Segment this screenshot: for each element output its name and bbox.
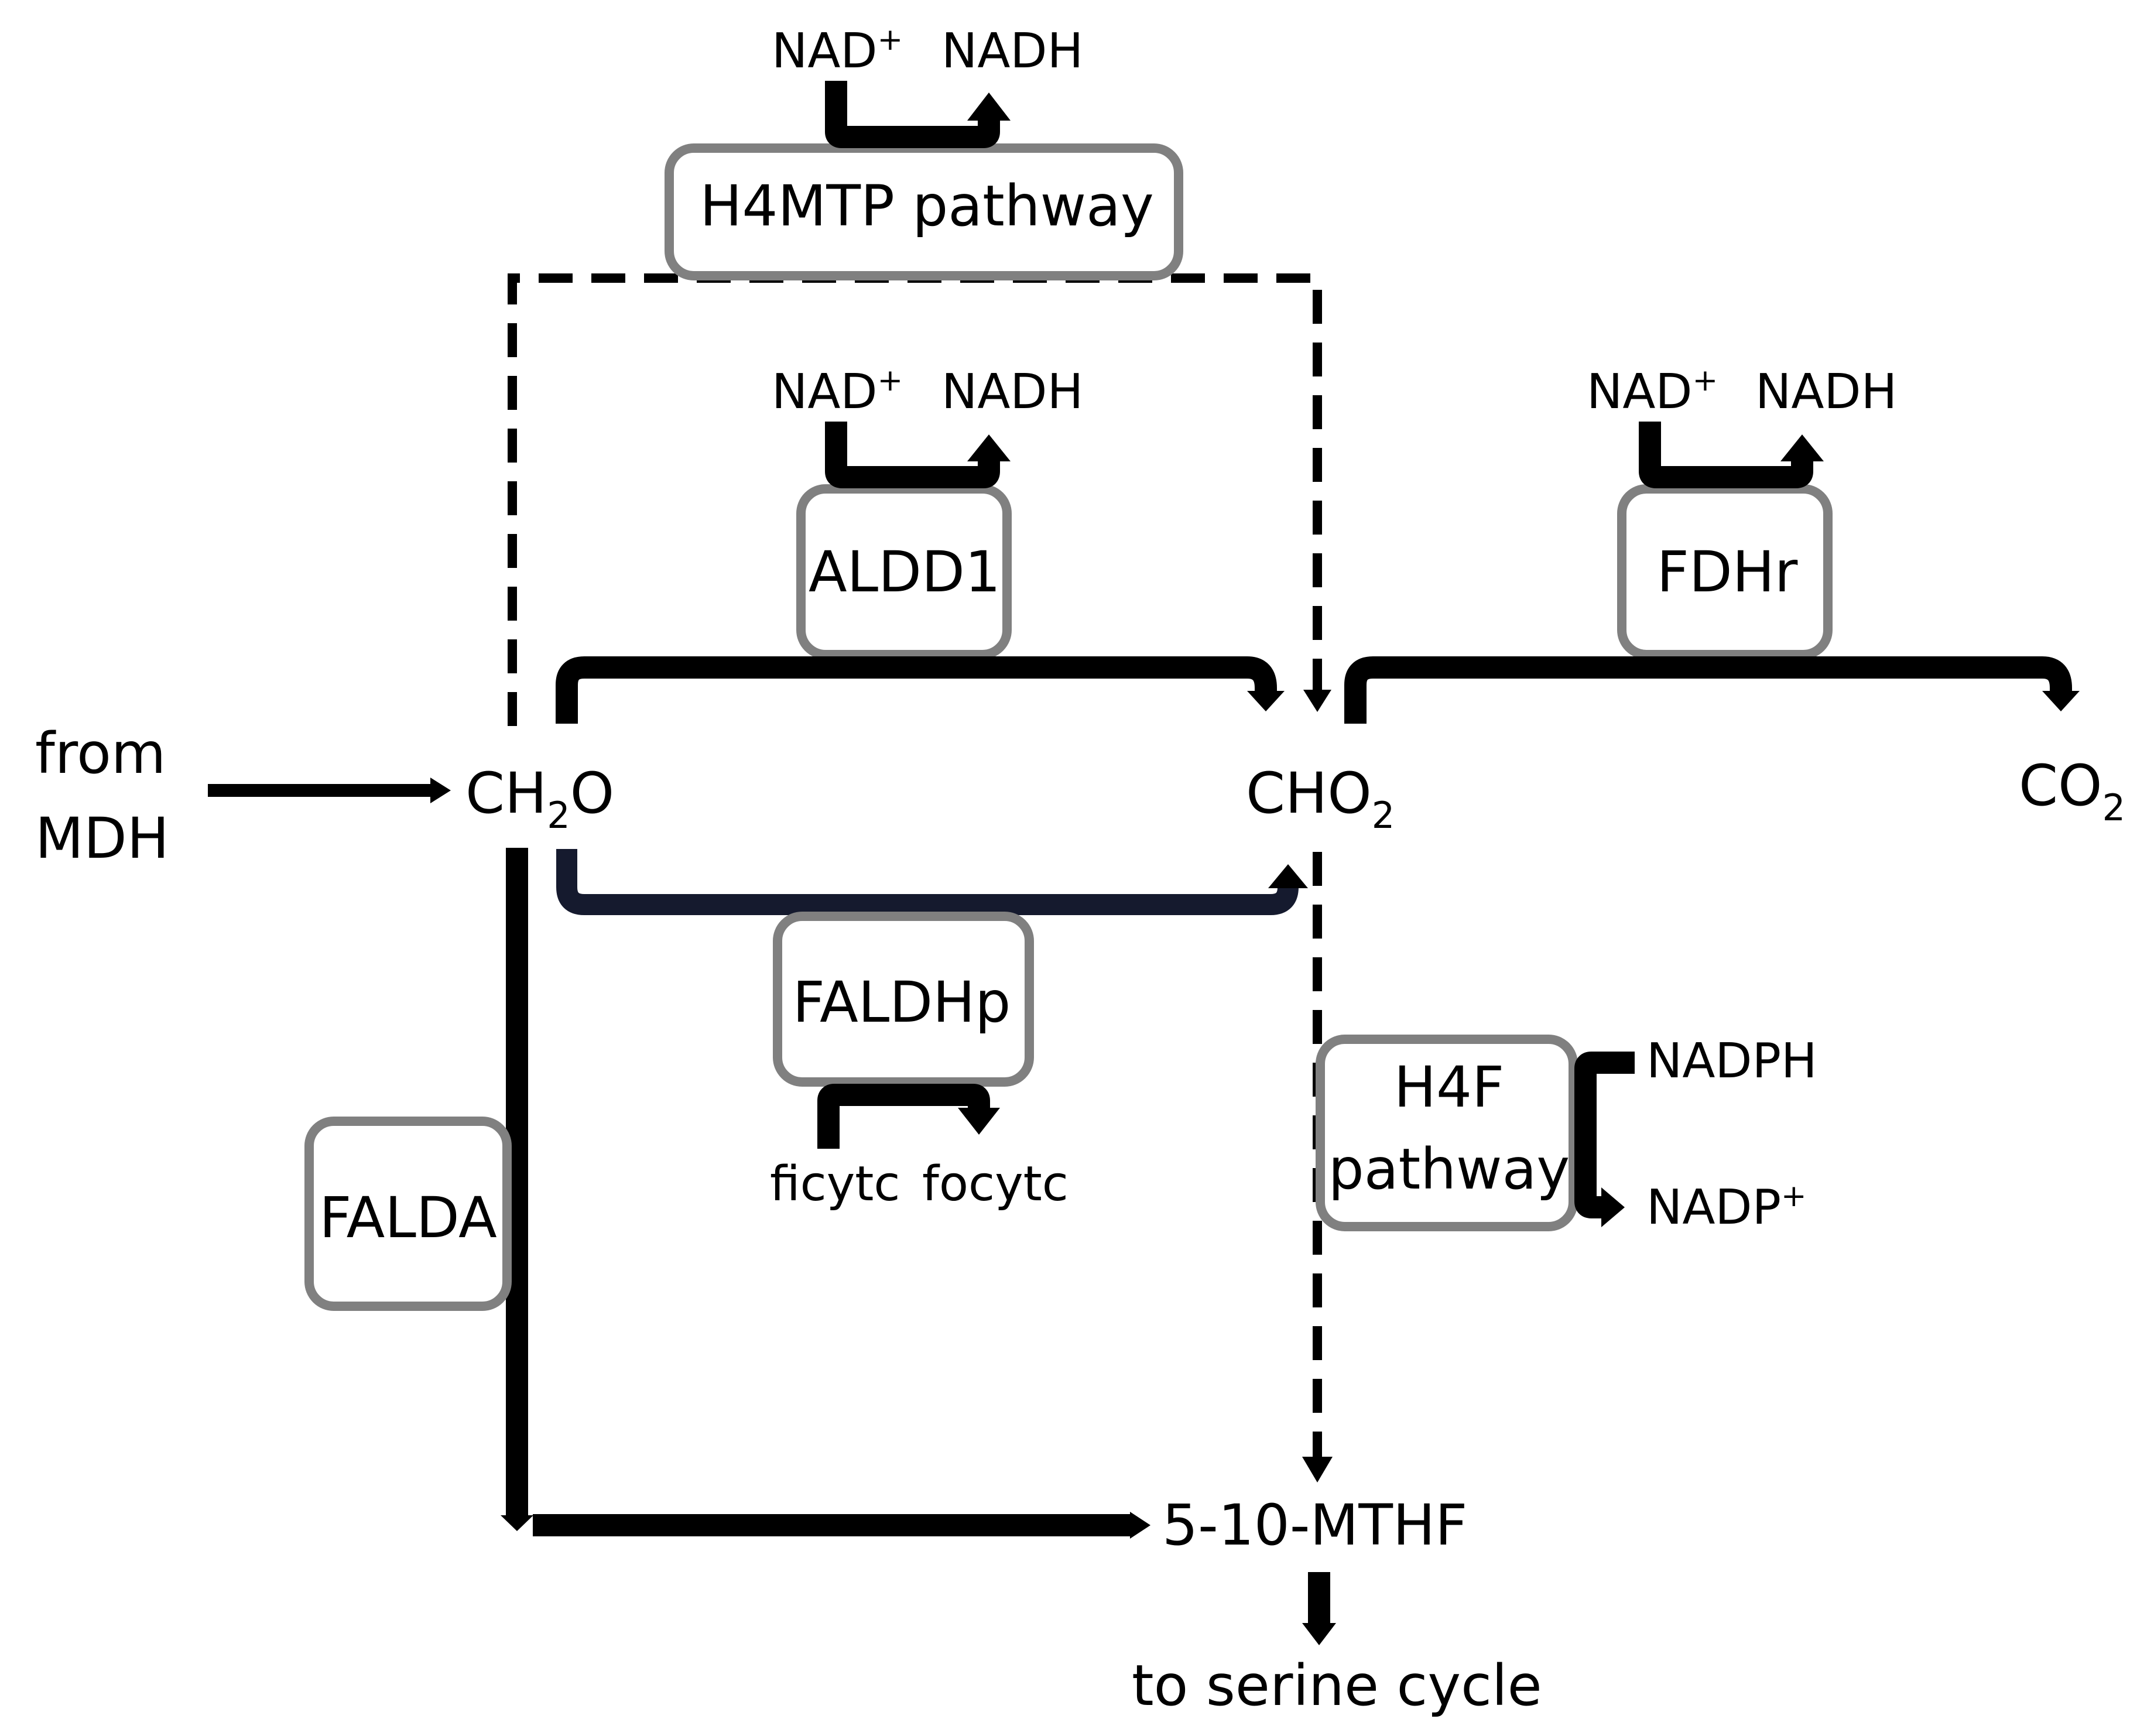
formaldehyde-subscript: 2 — [547, 794, 570, 837]
h4mtp-cofactor-arrow — [825, 81, 1000, 148]
falda-box — [304, 1117, 512, 1311]
h4mtp-nad-label: NAD+ — [772, 22, 903, 79]
formaldehyde-end: O — [570, 761, 615, 826]
aldd1-nad-base: NAD — [772, 364, 878, 420]
to-serine-arrowhead — [1302, 1623, 1336, 1645]
nadph-label: NADPH — [1646, 1033, 1817, 1089]
h4mtp-route-arrowhead — [1303, 690, 1331, 712]
fdhr-nad-label: NAD+ — [1587, 363, 1718, 420]
faldhp-label: FALDHp — [793, 970, 1011, 1035]
from-label-line2: MDH — [35, 806, 169, 871]
nadp-base: NADP — [1646, 1180, 1781, 1235]
formaldehyde-main: CH — [465, 761, 547, 826]
faldhp-cofactor-arrow — [817, 1084, 990, 1149]
fdhr-box — [1617, 484, 1833, 659]
h4f-cofactor-arrow — [1574, 1052, 1635, 1218]
focytc-label: focytc — [922, 1156, 1069, 1212]
formate-main: CHO — [1246, 761, 1372, 826]
aldd1-reaction-arrowhead — [1247, 691, 1285, 711]
aldd1-cofactor-arrow — [825, 422, 1000, 488]
falda-label: FALDA — [319, 1185, 496, 1251]
faldhp-cofactor-arrowhead — [958, 1108, 1000, 1135]
faldhp-box — [773, 912, 1034, 1087]
faldhp-reaction-arrowhead — [1268, 864, 1308, 888]
formaldehyde-label: CH2O — [465, 761, 614, 837]
h4f-label-line2: pathway — [1328, 1136, 1570, 1202]
h4f-label-line1: H4F — [1394, 1054, 1504, 1120]
aldd1-label: ALDD1 — [809, 539, 1001, 605]
h4mtp-nadh-label: NADH — [941, 23, 1083, 79]
fdhr-nad-sup: + — [1693, 363, 1718, 398]
aldd1-nad-label: NAD+ — [772, 363, 903, 420]
co2-main: CO — [2019, 753, 2102, 819]
fdhr-nad-base: NAD — [1587, 364, 1693, 420]
co2-label: CO2 — [2019, 753, 2125, 829]
nadp-label: NADP+ — [1646, 1179, 1807, 1235]
aldd1-nad-sup: + — [878, 363, 903, 398]
h4f-cofactor-arrowhead — [1601, 1187, 1625, 1227]
fdhr-nadh-label: NADH — [1755, 364, 1897, 420]
aldd1-cofactor-arrowhead — [967, 434, 1011, 461]
co2-subscript: 2 — [2102, 786, 2125, 829]
fdhr-cofactor-arrowhead — [1780, 434, 1824, 461]
aldd1-box — [796, 484, 1012, 659]
fdhr-reaction-arrow — [1344, 656, 2072, 724]
fdhr-reaction-arrowhead — [2042, 691, 2080, 711]
h4mtp-nad-base: NAD — [772, 23, 878, 79]
formate-subscript: 2 — [1372, 794, 1395, 837]
serine-cycle-label: to serine cycle — [1132, 1653, 1542, 1718]
nadp-sup: + — [1781, 1179, 1807, 1214]
to-mthf-arrowhead — [1130, 1512, 1150, 1539]
from-label-line1: from — [35, 721, 166, 786]
fdhr-cofactor-arrow — [1639, 422, 1813, 488]
fdhr-label: FDHr — [1657, 539, 1798, 605]
aldd1-nadh-label: NADH — [941, 364, 1083, 420]
aldd1-reaction-arrow — [556, 656, 1277, 724]
mthf-label: 5-10-MTHF — [1162, 1492, 1467, 1558]
ficytc-label: ficytc — [770, 1156, 900, 1212]
h4f-pathway-box — [1316, 1035, 1578, 1231]
h4mtp-cofactor-arrowhead — [967, 93, 1011, 121]
faldhp-reaction-arrow — [556, 849, 1299, 915]
h4f-route-arrowhead — [1302, 1457, 1333, 1482]
formate-label: CHO2 — [1246, 761, 1395, 837]
h4mtp-pathway-label: H4MTP pathway — [700, 173, 1154, 239]
h4mtp-nad-sup: + — [878, 22, 903, 57]
from-mdh-arrowhead — [430, 778, 451, 803]
falda-reaction-arrowhead — [501, 1515, 533, 1531]
